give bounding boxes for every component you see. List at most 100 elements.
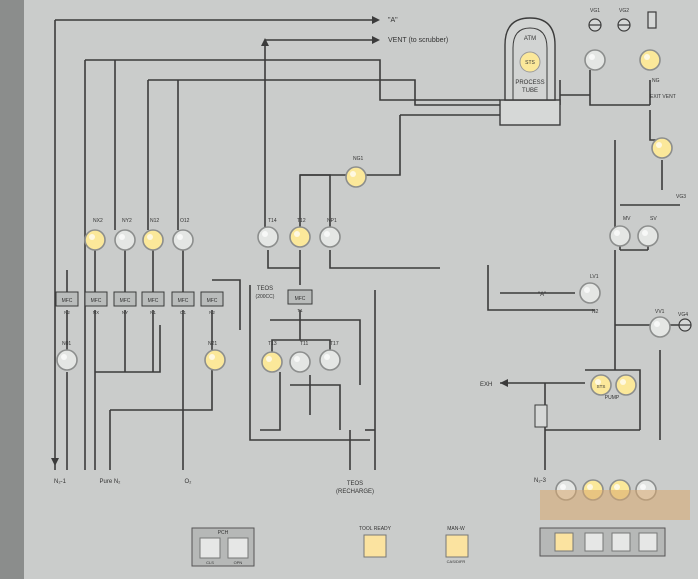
teos-mfc-sub-label: T1 xyxy=(297,308,303,313)
process-tube-label-2: TUBE xyxy=(522,88,538,94)
gauge-symbols xyxy=(588,11,692,332)
n12-label: N12 xyxy=(150,218,159,224)
mfc-label-6: MFC xyxy=(207,298,218,304)
mfc-box-1 xyxy=(55,291,79,307)
np1-label: NP1 xyxy=(327,218,337,224)
pump-label: PUMP xyxy=(605,395,620,401)
mfc-sub-label-4: N1 xyxy=(150,310,156,315)
mfc-sub-label-2: NX xyxy=(93,310,99,315)
teos-mfc-box xyxy=(287,289,313,305)
mfc-box-5 xyxy=(171,291,195,307)
lamp-lv1[interactable] xyxy=(579,282,601,304)
teos-label: TEOS xyxy=(257,286,273,292)
ng-label: NG xyxy=(652,78,660,84)
panel-left-edge xyxy=(0,0,24,579)
p1-gauge xyxy=(534,404,548,428)
mfc-label-4: MFC xyxy=(148,298,159,304)
ny2-label: NY2 xyxy=(122,218,132,224)
exit-vent-label: EXIT VENT xyxy=(650,94,676,100)
vg2-label: VG2 xyxy=(619,8,629,14)
lamp-t11[interactable] xyxy=(289,351,311,373)
vg4-label: VG4 xyxy=(678,312,688,318)
lamp-n01[interactable] xyxy=(56,349,78,371)
mfc-sub-label-6: N2 xyxy=(209,310,215,315)
o12-label: O12 xyxy=(180,218,190,224)
a-line-label-2: "A" xyxy=(538,292,546,298)
lamp-vg3[interactable] xyxy=(651,137,673,159)
teos-capacity-label: (200CC) xyxy=(256,294,275,300)
lamp-n21[interactable] xyxy=(204,349,226,371)
lamp-nx2[interactable] xyxy=(84,229,106,251)
lamp-vg1[interactable] xyxy=(584,49,606,71)
arrow-heads xyxy=(51,16,508,466)
obscured-label-strip xyxy=(540,490,690,520)
pch-open-button[interactable] xyxy=(227,537,249,559)
tool-ready-label: TOOL READY xyxy=(359,526,392,532)
nx2-label: NX2 xyxy=(93,218,103,224)
lamp-mv[interactable] xyxy=(609,225,631,247)
mfc-box-6 xyxy=(200,291,224,307)
process-tube-label-1: PROCESS xyxy=(515,80,544,86)
panel-button-1[interactable] xyxy=(554,532,574,552)
lamp-t17[interactable] xyxy=(319,349,341,371)
lamp-pump[interactable] xyxy=(615,374,637,396)
pch-close-label: CLS xyxy=(206,560,214,565)
mfc-box-3 xyxy=(113,291,137,307)
mfc-box-4 xyxy=(141,291,165,307)
man-w-button[interactable] xyxy=(445,534,469,558)
t12-label: T12 xyxy=(297,218,306,224)
n2-1-source-label: N₂-1 xyxy=(54,479,67,485)
teos-recharge-label: TEOS xyxy=(347,481,363,487)
mfc-sub-label-3: NY xyxy=(122,310,128,315)
man-w-sub-label: CAS/DIFR xyxy=(447,559,466,564)
lamp-np1[interactable] xyxy=(319,226,341,248)
teos-mfc-label: MFC xyxy=(295,296,306,302)
pch-close-button[interactable] xyxy=(199,537,221,559)
lamp-ng1[interactable] xyxy=(345,166,367,188)
vg3-label: VG3 xyxy=(676,194,686,200)
a-line-label: "A" xyxy=(388,17,398,24)
exh-label: EXH xyxy=(480,382,492,388)
mfc-sub-label-1: N2 xyxy=(64,310,70,315)
lamp-o12[interactable] xyxy=(172,229,194,251)
sts-lamp-tube[interactable] xyxy=(519,51,541,73)
lamp-vv1[interactable] xyxy=(649,316,671,338)
t17-label: T17 xyxy=(330,341,339,347)
mfc-label-2: MFC xyxy=(91,298,102,304)
lamp-t13[interactable] xyxy=(261,351,283,373)
lamp-t14[interactable] xyxy=(257,226,279,248)
lamp-t12[interactable] xyxy=(289,226,311,248)
pch-label: PCH xyxy=(218,530,229,536)
vg1-label: VG1 xyxy=(590,8,600,14)
lamp-vg2[interactable] xyxy=(639,49,661,71)
mfc-label-1: MFC xyxy=(62,298,73,304)
vv1-label: VV1 xyxy=(655,309,665,315)
lv1-label: LV1 xyxy=(590,274,599,280)
atm-label: ATM xyxy=(524,36,536,42)
n2-3-source-label: N₂-3 xyxy=(534,478,547,484)
mfc-sub-label-5: O1 xyxy=(180,310,187,315)
ng1-label: NG1 xyxy=(353,156,364,162)
n21-label: N21 xyxy=(208,341,217,347)
mfc-box-2 xyxy=(84,291,108,307)
t13-label: T13 xyxy=(268,341,277,347)
t14-label: T14 xyxy=(268,218,277,224)
teos-recharge-sub-label: (RECHARGE) xyxy=(336,489,374,495)
tool-ready-button[interactable] xyxy=(363,534,387,558)
panel-button-3[interactable] xyxy=(611,532,631,552)
vent-line-label: VENT (to scrubber) xyxy=(388,37,448,44)
o2-source-label: O₂ xyxy=(185,479,193,485)
lamp-sv[interactable] xyxy=(637,225,659,247)
pump-sts-label: STS xyxy=(597,384,606,389)
pure-n2-source-label: Pure N₂ xyxy=(99,479,121,485)
panel-button-4[interactable] xyxy=(638,532,658,552)
lamp-n12[interactable] xyxy=(142,229,164,251)
lamp-ny2[interactable] xyxy=(114,229,136,251)
lamp-pump-sts[interactable] xyxy=(590,374,612,396)
sts-lamp-tube-label: STS xyxy=(525,60,535,66)
t11-label: T11 xyxy=(300,341,308,347)
panel-button-2[interactable] xyxy=(584,532,604,552)
mfc-label-3: MFC xyxy=(120,298,131,304)
man-w-label: MAN-W xyxy=(447,526,465,532)
